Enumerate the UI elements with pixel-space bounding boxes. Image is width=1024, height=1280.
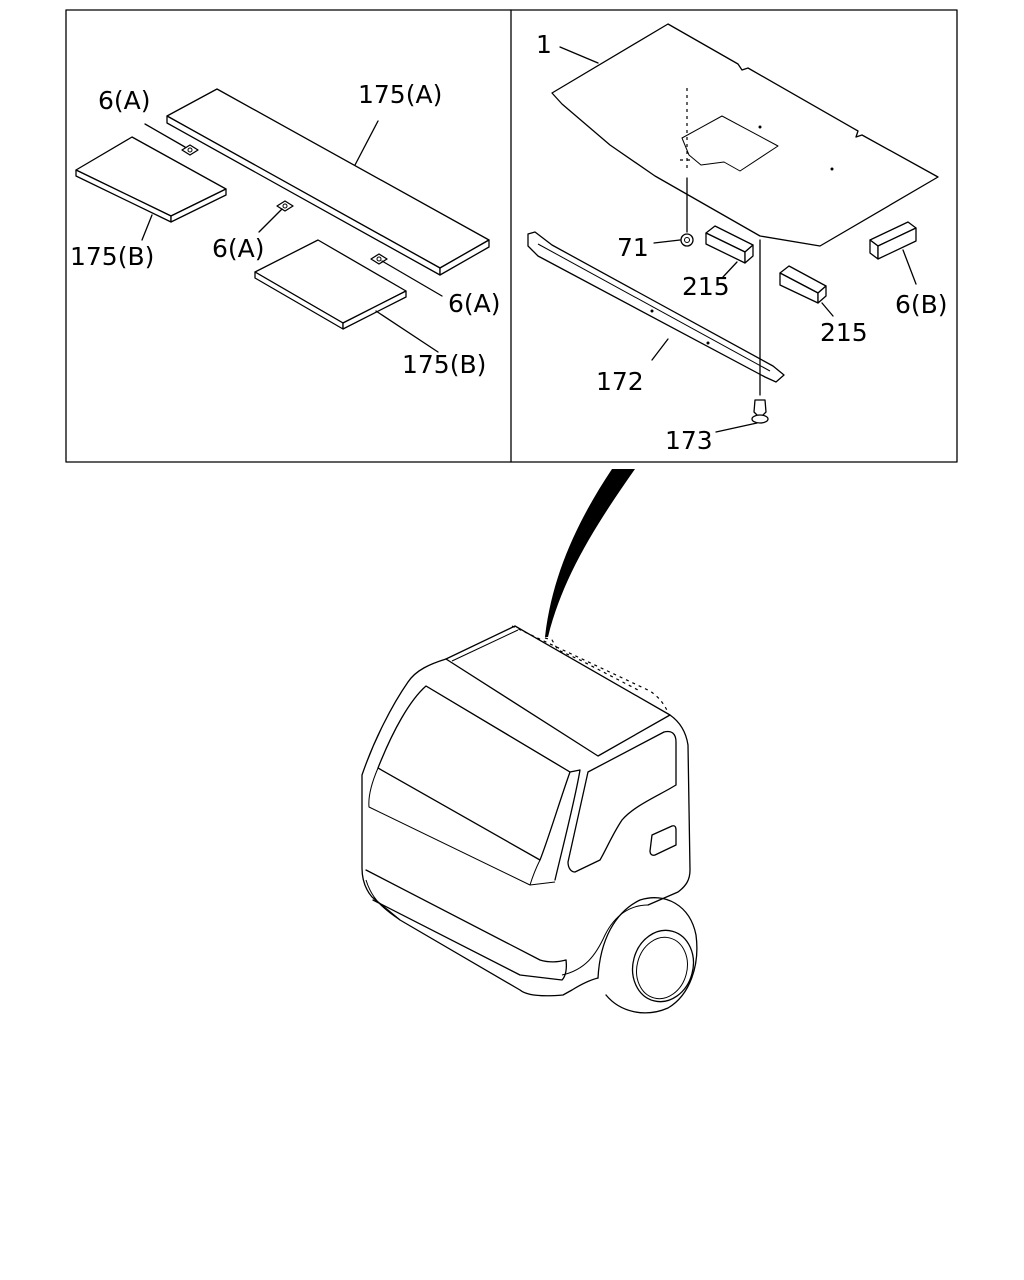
callout-175b-bottom: 175(B) — [402, 350, 486, 379]
headliner-1 — [551, 23, 939, 247]
left-panel: 175(A) 6(A) 175(B) 6(A) 6(A) 175(B) — [70, 80, 501, 379]
callout-173: 173 — [665, 426, 713, 455]
clip-6a-top — [181, 144, 199, 156]
callout-1: 1 — [536, 30, 552, 59]
screw-173 — [715, 399, 769, 433]
screw-71 — [653, 177, 694, 247]
truck-cab — [361, 625, 698, 1014]
callout-71: 71 — [617, 233, 649, 262]
callout-6a-middle: 6(A) — [212, 234, 265, 263]
callout-6a-top: 6(A) — [98, 86, 151, 115]
inset-frame — [65, 9, 958, 463]
panel-175b-bottom — [254, 239, 407, 330]
callout-175b-left: 175(B) — [70, 242, 154, 271]
block-215-lower — [779, 265, 834, 317]
callout-175a: 175(A) — [358, 80, 442, 109]
callout-172: 172 — [596, 367, 644, 396]
right-panel: 1 71 215 215 6(B) 172 173 — [527, 23, 948, 455]
detail-pointer — [545, 469, 635, 637]
clip-6a-middle — [276, 200, 294, 212]
block-215-upper — [705, 225, 754, 278]
callout-215-upper: 215 — [682, 272, 730, 301]
rail-172 — [527, 231, 785, 383]
callout-6b: 6(B) — [895, 290, 948, 319]
callout-6a-right: 6(A) — [448, 289, 501, 318]
callout-215-lower: 215 — [820, 318, 868, 347]
panel-175a — [166, 88, 490, 276]
block-6b — [869, 221, 917, 285]
panel-175b-left — [75, 136, 227, 223]
